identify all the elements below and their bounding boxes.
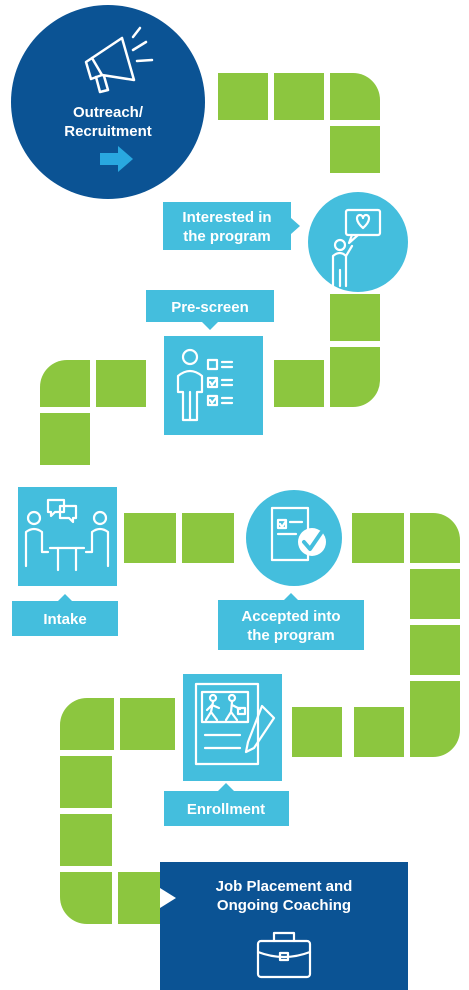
path-tile-corner <box>40 360 90 407</box>
interested-label-line1: Interested in <box>182 209 271 226</box>
step-prescreen: Pre-screen <box>146 290 274 435</box>
path-tile <box>120 698 175 750</box>
intake-label: Intake <box>43 611 86 628</box>
path-tile <box>118 872 160 924</box>
meeting-table-icon <box>24 498 110 572</box>
megaphone-icon <box>84 26 154 94</box>
path-tiles <box>40 73 460 924</box>
outreach-label-line1: Outreach/ <box>73 104 144 121</box>
accepted-label-line1: Accepted into <box>241 608 340 625</box>
accepted-label-line2: the program <box>247 627 335 644</box>
enrollment-label: Enrollment <box>187 801 265 818</box>
step-accepted: Accepted into the program <box>218 490 364 650</box>
path-tile <box>292 707 342 757</box>
job-label-line1: Job Placement and <box>216 878 353 895</box>
intake-label-box <box>12 601 118 636</box>
path-tile <box>124 513 176 563</box>
path-tile <box>182 513 234 563</box>
path-tile-corner <box>60 872 112 924</box>
path-tile-corner <box>60 698 114 750</box>
path-tile <box>218 73 268 120</box>
interested-label-box <box>163 202 291 250</box>
path-tile <box>274 360 324 407</box>
outreach-label-line2: Recruitment <box>64 123 152 140</box>
enrollment-form-icon <box>194 682 276 766</box>
document-check-icon <box>270 506 310 562</box>
path-tile <box>60 814 112 866</box>
path-tile-corner <box>330 347 380 407</box>
step-interested: Interested in the program <box>163 192 408 292</box>
step-job-placement: Job Placement and Ongoing Coaching <box>160 862 408 990</box>
path-tile <box>40 413 90 465</box>
briefcase-icon <box>256 931 312 979</box>
path-tile <box>96 360 146 407</box>
arrow-right-icon <box>100 146 133 172</box>
prescreen-label: Pre-screen <box>171 299 249 316</box>
step-outreach: Outreach/ Recruitment <box>11 5 205 199</box>
path-tile <box>410 569 460 619</box>
path-tile-corner <box>330 73 380 120</box>
path-tile <box>330 294 380 341</box>
accepted-label-box <box>218 600 364 650</box>
path-tile <box>354 707 404 757</box>
path-tile-corner <box>410 681 460 757</box>
person-heart-speech-icon <box>331 208 382 288</box>
step-enrollment: Enrollment <box>164 674 289 826</box>
path-tile <box>410 625 460 675</box>
path-tile <box>330 126 380 173</box>
person-checklist-icon <box>176 348 234 422</box>
path-tile-corner <box>410 513 460 563</box>
path-tile <box>274 73 324 120</box>
path-tile <box>60 756 112 808</box>
step-intake: Intake <box>12 487 118 636</box>
prescreen-label-box <box>146 290 274 322</box>
job-label-line2: Ongoing Coaching <box>217 897 351 914</box>
enrollment-label-box <box>164 791 289 826</box>
path-tile <box>352 513 404 563</box>
interested-label-line2: the program <box>183 228 271 245</box>
